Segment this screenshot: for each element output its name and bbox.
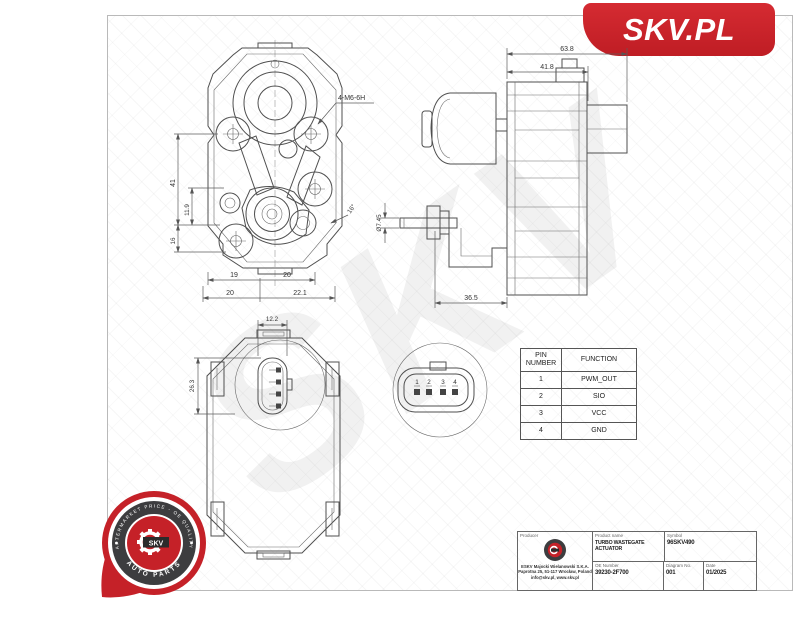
dim-connector-width: 12.2 <box>266 316 279 323</box>
dim-connector-height: 26.3 <box>189 379 196 392</box>
product-name-cell: Product name TURBO WASTEGATE ACTUATOR <box>592 532 664 561</box>
dim-total-width: 63.8 <box>560 46 574 53</box>
company-line2: Paprotna 25, 51-117 Wrocław, Poland <box>518 569 592 575</box>
pin-number-cell: 3 <box>520 405 562 423</box>
date-value: 01/2025 <box>706 570 727 576</box>
connector-pins: 1 2 3 4 <box>414 379 458 395</box>
diagram-no-label: Diagram No. <box>666 563 692 568</box>
dim-bottom-20a: 20 <box>283 272 291 279</box>
skv-badge: AFTERMARKET PRICE - OE QUALITY AUTO PART… <box>101 491 206 598</box>
diagram-no-cell: Diagram No. 001 <box>663 561 703 590</box>
pin-1-label: 1 <box>415 379 419 386</box>
pin-number-cell: 2 <box>520 388 562 406</box>
table-row: 3 VCC <box>520 405 637 423</box>
gear-icon: SKV <box>137 529 169 555</box>
title-block: Producer ESKV Majocki Wielanowski S.K.A.… <box>517 531 757 591</box>
header-function: FUNCTION <box>561 348 637 372</box>
connector-pins-back <box>269 367 281 409</box>
dim-bottom-19: 19 <box>230 272 238 279</box>
thread-callout: 4-M6-6H <box>338 95 365 102</box>
producer-label: Producer <box>520 533 539 538</box>
pin-function-cell: SIO <box>561 388 637 406</box>
dim-vertical-mid: 11.9 <box>184 204 191 216</box>
connector-socket <box>257 357 288 415</box>
mounting-pads <box>210 361 340 537</box>
product-name-label: Product name <box>595 533 624 538</box>
symbol-cell: Symbol 96SKV490 <box>664 532 756 561</box>
producer-cell: Producer ESKV Majocki Wielanowski S.K.A.… <box>518 532 592 590</box>
dim-vertical-low: 16 <box>170 237 177 245</box>
skv-pl-logo-text: SKV.PL <box>622 11 736 47</box>
angle-label: 16° <box>345 202 357 215</box>
date-label: Date <box>706 563 716 568</box>
symbol-value: 96SKV490 <box>667 540 695 546</box>
company-line3: info@skv.pl, www.skv.pl <box>531 574 579 580</box>
sheet-frame <box>107 15 793 591</box>
badge-center-text: SKV <box>149 541 164 548</box>
table-row: 1 PWM_OUT <box>520 371 637 389</box>
pin-4-label: 4 <box>453 379 457 386</box>
product-name-value: TURBO WASTEGATE ACTUATOR <box>595 540 645 552</box>
pin-3-label: 3 <box>441 379 445 386</box>
pin-function-cell: PWM_OUT <box>561 371 637 389</box>
pin-number-cell: 1 <box>520 371 562 389</box>
side-view-drawing: 63.8 41.8 36.5 Ø7.45 <box>376 46 628 308</box>
pin-number-cell: 4 <box>520 422 562 440</box>
table-row: 2 SIO <box>520 388 637 406</box>
dim-bottom-20b: 20 <box>226 290 234 297</box>
connector-detail-drawing: 1 2 3 4 <box>392 342 488 438</box>
diagram-no-value: 001 <box>666 570 676 576</box>
company-line1: ESKV Majocki Wielanowski S.K.A. <box>521 564 589 569</box>
pin-function-cell: GND <box>561 422 637 440</box>
front-view-drawing: 41 11.9 16 19 20 20 22.1 4-M6-6H 16° <box>170 40 374 302</box>
oe-number-cell: OE Number 39230-2F700 <box>592 561 663 590</box>
skv-pl-logo: SKV.PL <box>583 3 775 56</box>
dim-rod-offset: 36.5 <box>464 295 478 302</box>
back-view-drawing: 12.2 26.3 <box>189 316 341 560</box>
dim-body-width: 41.8 <box>540 64 554 71</box>
dim-bottom-221: 22.1 <box>293 290 307 297</box>
detail-circle <box>234 339 326 431</box>
dim-vertical-total: 41 <box>170 179 177 187</box>
oe-number-value: 39230-2F700 <box>595 570 629 576</box>
company-logo-small <box>544 539 566 561</box>
date-cell: Date 01/2025 <box>703 561 756 590</box>
table-row: 4 GND <box>520 422 637 440</box>
dim-rod-diameter: Ø7.45 <box>376 214 383 232</box>
pin-2-label: 2 <box>427 379 431 386</box>
symbol-label: Symbol <box>667 533 683 538</box>
oe-number-label: OE Number <box>595 563 619 568</box>
bolt-boss <box>215 116 333 259</box>
front-housing-outline <box>207 47 343 269</box>
pin-function-cell: VCC <box>561 405 637 423</box>
